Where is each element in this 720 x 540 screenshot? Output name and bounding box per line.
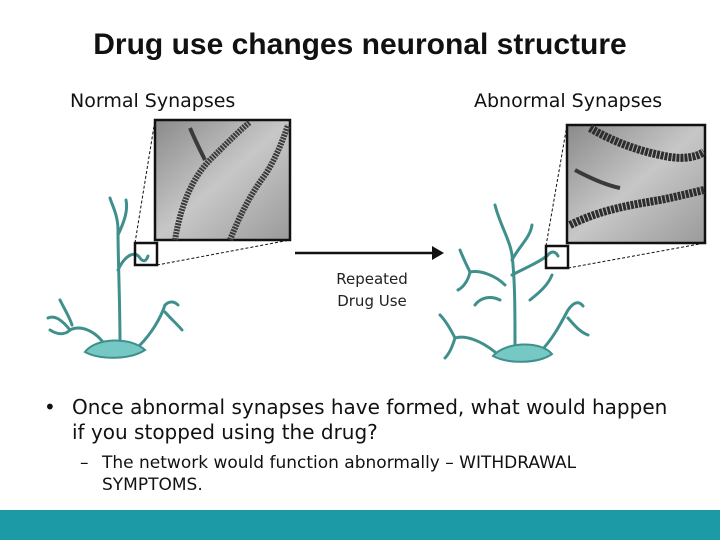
arrow-label-line2: Drug Use xyxy=(337,292,407,310)
abnormal-zoom-box xyxy=(544,244,570,270)
bullet-main-text: Once abnormal synapses have formed, what… xyxy=(72,395,668,444)
footer-bar xyxy=(0,510,720,540)
slide-title: Drug use changes neuronal structure xyxy=(93,28,627,61)
normal-zoom-box xyxy=(133,241,159,267)
abnormal-synapses-label: Abnormal Synapses xyxy=(474,90,663,112)
repeated-drug-use-arrow xyxy=(295,246,444,260)
abnormal-neuron xyxy=(438,203,590,360)
sub-bullet-marker: – xyxy=(80,453,89,473)
repeated-drug-use-label: Repeated Drug Use xyxy=(322,268,422,312)
normal-micrograph xyxy=(153,118,292,242)
normal-soma xyxy=(83,339,147,359)
bullet-marker: • xyxy=(44,395,56,419)
arrow-label-line1: Repeated xyxy=(336,270,408,288)
bullet-sub: – The network would function abnormally … xyxy=(80,452,680,496)
normal-neuron xyxy=(46,196,184,347)
abnormal-micrograph xyxy=(565,123,707,245)
normal-synapses-label: Normal Synapses xyxy=(70,90,236,112)
abnormal-soma xyxy=(491,343,554,363)
bullet-sub-text: The network would function abnormally – … xyxy=(102,453,577,495)
bullet-main: • Once abnormal synapses have formed, wh… xyxy=(44,395,668,445)
